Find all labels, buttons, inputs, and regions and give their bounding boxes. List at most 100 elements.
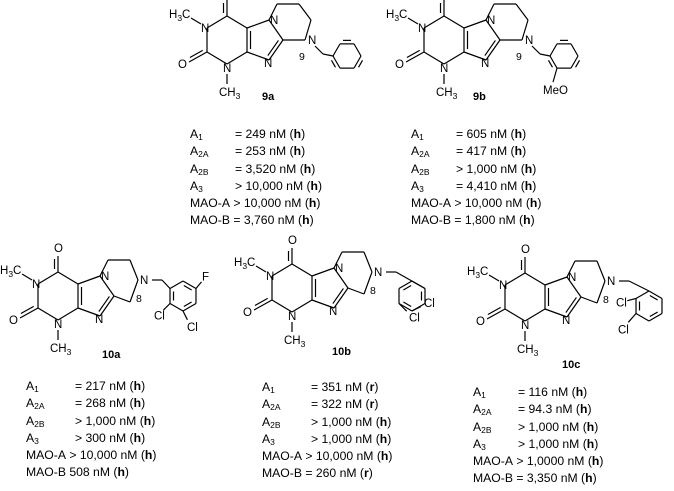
bond [363, 251, 373, 273]
bond [423, 51, 445, 65]
receptor-label: A3 [26, 430, 39, 446]
double-bond [575, 60, 581, 68]
oxygen-atom: O [395, 59, 404, 71]
bond [255, 265, 267, 273]
affinity-value: > 1,0000 nM (h) [512, 454, 604, 469]
nitrogen-atom: N [95, 314, 103, 326]
oxygen-atom: O [54, 243, 63, 255]
affinity-value: = 322 nM (r) [311, 397, 379, 412]
affinity-value: > 1,000 nM (h) [75, 413, 156, 428]
double-bond [487, 306, 501, 316]
bond [37, 271, 59, 285]
nitrogen-atom: N [266, 271, 274, 283]
bond [347, 287, 365, 295]
receptor-label: MAO-B [262, 466, 302, 481]
bond [129, 259, 139, 281]
affinity-value: = 1,800 nM (h) [450, 213, 535, 228]
affinity-value: = 351 nM (r) [311, 380, 379, 394]
bond [570, 55, 579, 69]
receptor-label: A2B [262, 414, 281, 430]
fluorine-atom: F [202, 272, 209, 284]
methyl-label: CH3 [517, 344, 539, 358]
bond [580, 296, 598, 304]
receptor-label: MAO-A [190, 196, 230, 211]
bond [246, 19, 270, 29]
receptor-label: A3 [262, 431, 275, 447]
methyl-label: CH3 [284, 335, 306, 349]
bond [333, 251, 343, 269]
affinity-value: > 1,000 nM (h) [311, 431, 392, 446]
affinity-row: A2A= 417 nM (h) [411, 143, 541, 160]
nitrogen-atom: N [487, 15, 495, 27]
affinity-value: > 10,000 nM (h) [229, 196, 321, 211]
compound-label-10a: 10a [102, 349, 121, 361]
methyl-label: H3C [0, 265, 21, 279]
bond [504, 308, 526, 322]
affinity-value: > 1,000 nM (h) [456, 161, 537, 176]
bond [515, 3, 529, 21]
bond [443, 51, 465, 65]
double-bond [267, 40, 279, 56]
bond [398, 302, 413, 312]
bond [314, 45, 324, 55]
receptor-label: MAO-B [26, 465, 66, 480]
bond [332, 43, 341, 57]
bond [353, 55, 362, 69]
bond [405, 51, 425, 63]
affinity-row: A3> 1,000 nM (h) [473, 436, 603, 453]
bond [539, 53, 551, 57]
oxygen-atom: O [521, 244, 530, 256]
receptor-label: MAO-A [262, 449, 302, 464]
bond [57, 271, 79, 285]
bond [169, 280, 184, 290]
bond [596, 260, 606, 282]
chlorine-atom: Cl [618, 325, 629, 337]
bond [463, 51, 487, 61]
bond [77, 275, 101, 285]
affinity-row: A2A= 322 nM (r) [262, 396, 392, 413]
nitrogen-atom: N [54, 319, 62, 331]
double-bond [254, 297, 268, 307]
double-bond [189, 49, 203, 59]
methyl-label: H3C [386, 9, 407, 23]
receptor-label: A2B [411, 161, 430, 177]
affinity-value: > 1,000 nM (h) [518, 436, 599, 451]
oxygen-atom: O [9, 315, 18, 327]
nitrogen-atom: N [329, 306, 337, 318]
bond [398, 303, 408, 312]
methyl-label: CH3 [436, 87, 458, 101]
bond [443, 15, 465, 29]
bond [521, 19, 529, 41]
bond [552, 67, 558, 83]
nitrogen-atom: N [32, 279, 40, 291]
affinity-row: MAO-B = 1,800 nM (h) [411, 212, 541, 229]
affinity-value: = 217 nM (h) [75, 379, 146, 393]
compound-label-10b: 10b [332, 346, 351, 358]
receptor-label: A1 [262, 380, 275, 395]
affinity-value: > 10,000 nM (h) [450, 196, 542, 211]
ring-position-number: 9 [299, 51, 305, 63]
bond [485, 39, 501, 61]
affinity-block-10c: A1= 116 nM (h)A2A= 94.3 nM (h)A2B> 1,000… [473, 384, 603, 488]
affinity-value: > 300 nM (h) [75, 430, 146, 445]
double-bond [183, 285, 192, 291]
bond [311, 267, 335, 277]
oxygen-atom: O [476, 316, 485, 328]
affinity-row: A2B= 3,520 nM (h) [190, 161, 322, 178]
ring-position-number: 9 [516, 51, 522, 63]
double-bond [565, 297, 577, 313]
nitrogen-atom: N [418, 23, 426, 35]
bond [268, 3, 278, 21]
bond [570, 43, 579, 57]
bond [549, 43, 558, 57]
bond [298, 3, 312, 21]
nitrogen-atom: N [264, 58, 272, 70]
affinity-value: > 10,000 nM (h) [235, 178, 323, 193]
bond [488, 274, 500, 282]
bond [531, 45, 541, 55]
bond [648, 290, 663, 300]
bond [169, 302, 184, 312]
bond [21, 273, 33, 281]
affinity-value: = 249 nM (h) [235, 127, 306, 141]
affinity-row: MAO-B = 260 nM (r) [262, 465, 392, 482]
